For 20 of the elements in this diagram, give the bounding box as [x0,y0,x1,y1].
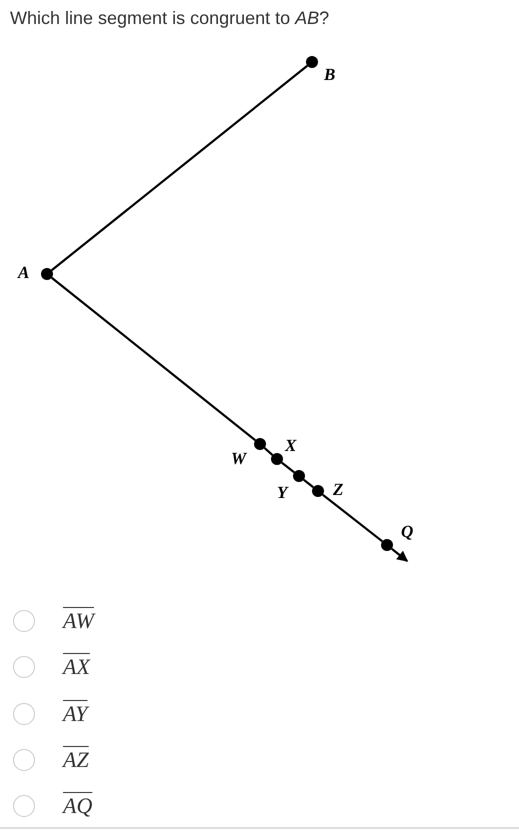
line-segment [281,462,295,474]
ray-arrow [391,548,408,562]
question-text: Which line segment is congruent to AB? [10,8,330,29]
point-label: A [18,264,30,281]
line-segment [322,494,383,542]
line-segment [51,64,308,272]
point-label: B [324,66,336,83]
point-label: Y [277,484,288,501]
line-segment [303,478,314,488]
answer-option-text: AX [63,655,90,680]
point-label: W [231,450,246,467]
line-segment [264,447,274,456]
answer-option-text: AY [63,702,88,726]
point-label: X [285,437,296,454]
point-label: Z [333,481,344,498]
answer-option-text: AQ [63,794,92,818]
answer-option-text: AZ [63,748,89,772]
answer-option-text: AW [63,609,94,633]
point-label: Q [401,523,414,540]
line-segment [51,276,256,442]
